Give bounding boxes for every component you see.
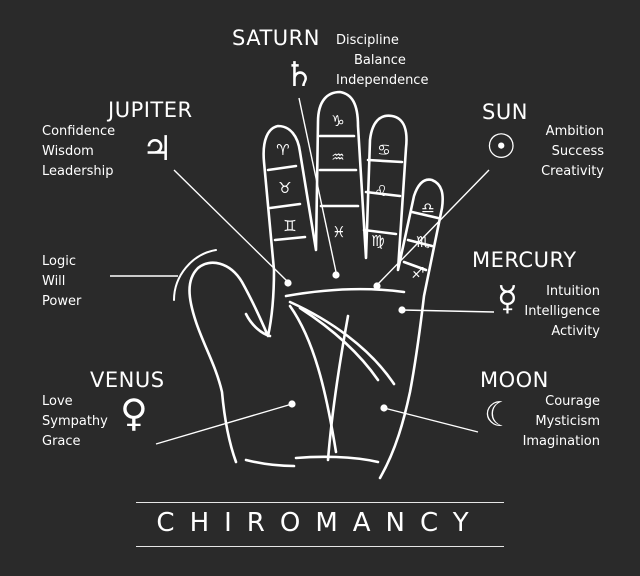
zodiac-ring-2: ♌ xyxy=(374,182,387,200)
zodiac-middle-1: ♑ xyxy=(331,112,344,130)
moon-traits: Courage Mysticism Imagination xyxy=(523,392,600,452)
jupiter-icon: ♃ xyxy=(142,129,173,169)
fate-line xyxy=(326,314,350,462)
thumb-trait-1: Logic xyxy=(42,254,76,269)
sun-traits: Ambition Success Creativity xyxy=(541,122,604,182)
sun-icon: ☉ xyxy=(486,127,517,167)
zodiac-glyphs: ♈ ♉ ♊ ♑ ♒ ♓ ♋ ♌ ♍ ♎ ♏ ♐ xyxy=(276,112,434,282)
saturn-title: SATURN xyxy=(232,26,320,50)
moon-title: MOON xyxy=(480,368,549,392)
mount-venus xyxy=(288,400,296,408)
venus-trait-3: Grace xyxy=(42,434,81,449)
mercury-traits: Intuition Intelligence Activity xyxy=(524,282,600,342)
jupiter-trait-2: Wisdom xyxy=(42,144,94,159)
mount-points xyxy=(284,271,406,412)
mercury-trait-3: Activity xyxy=(551,324,600,339)
saturn-trait-1: Discipline xyxy=(336,33,399,48)
footer-rule-top xyxy=(136,502,504,503)
zodiac-ring-3: ♍ xyxy=(371,232,384,250)
mercury-trait-2: Intelligence xyxy=(524,304,600,319)
moon-trait-2: Mysticism xyxy=(535,414,600,429)
moon-icon: ☾ xyxy=(484,395,515,435)
jupiter-title: JUPITER xyxy=(108,98,193,122)
zodiac-index-3: ♊ xyxy=(283,217,296,235)
thumb-crease xyxy=(244,312,272,338)
jupiter-trait-3: Leadership xyxy=(42,164,114,179)
mount-moon xyxy=(380,404,388,412)
mount-sun xyxy=(373,282,381,290)
mount-saturn xyxy=(332,271,340,279)
saturn-trait-2: Balance xyxy=(354,53,406,68)
mount-jupiter xyxy=(284,279,292,287)
zodiac-little-1: ♎ xyxy=(421,199,434,217)
thumb-arc xyxy=(173,249,217,301)
venus-icon: ♀ xyxy=(120,391,148,435)
thumb-trait-3: Power xyxy=(42,294,82,309)
venus-title: VENUS xyxy=(90,368,165,392)
jupiter-trait-1: Confidence xyxy=(42,124,116,139)
heart-line xyxy=(284,287,406,298)
saturn-trait-3: Independence xyxy=(336,73,429,88)
zodiac-ring-1: ♋ xyxy=(377,141,390,159)
moon-trait-1: Courage xyxy=(545,394,600,409)
mount-mercury xyxy=(398,306,406,314)
leader-lines xyxy=(110,97,495,445)
zodiac-middle-2: ♒ xyxy=(331,148,344,166)
venus-trait-1: Love xyxy=(42,394,73,409)
sun-title: SUN xyxy=(482,100,528,124)
footer-title: CHIROMANCY xyxy=(156,508,484,538)
life-line xyxy=(288,304,338,454)
venus-trait-2: Sympathy xyxy=(42,414,108,429)
saturn-traits: Discipline Balance Independence xyxy=(336,31,428,91)
jupiter-traits: Confidence Wisdom Leadership xyxy=(42,122,115,182)
saturn-icon: ♄ xyxy=(284,55,315,95)
thumb-traits: Logic Will Power xyxy=(42,252,81,312)
zodiac-little-2: ♏ xyxy=(416,233,430,251)
zodiac-index-1: ♈ xyxy=(276,141,289,159)
thumb-trait-2: Will xyxy=(42,274,66,289)
finger-creases xyxy=(266,134,440,272)
wrist-line-2 xyxy=(244,458,296,468)
wrist-line xyxy=(294,455,380,464)
sun-trait-3: Creativity xyxy=(541,164,604,179)
moon-trait-3: Imagination xyxy=(522,434,600,449)
zodiac-little-3: ♐ xyxy=(411,264,424,282)
hand-outline xyxy=(188,90,444,480)
sun-trait-1: Ambition xyxy=(545,124,604,139)
zodiac-index-2: ♉ xyxy=(278,179,291,197)
mercury-trait-1: Intuition xyxy=(546,284,600,299)
zodiac-middle-3: ♓ xyxy=(332,223,345,241)
head-line xyxy=(288,300,396,386)
mercury-title: MERCURY xyxy=(472,248,577,272)
sun-trait-2: Success xyxy=(551,144,604,159)
venus-traits: Love Sympathy Grace xyxy=(42,392,108,452)
footer-rule-bottom xyxy=(136,546,504,547)
mercury-icon: ☿ xyxy=(497,279,518,319)
head-line-branch xyxy=(298,306,380,382)
